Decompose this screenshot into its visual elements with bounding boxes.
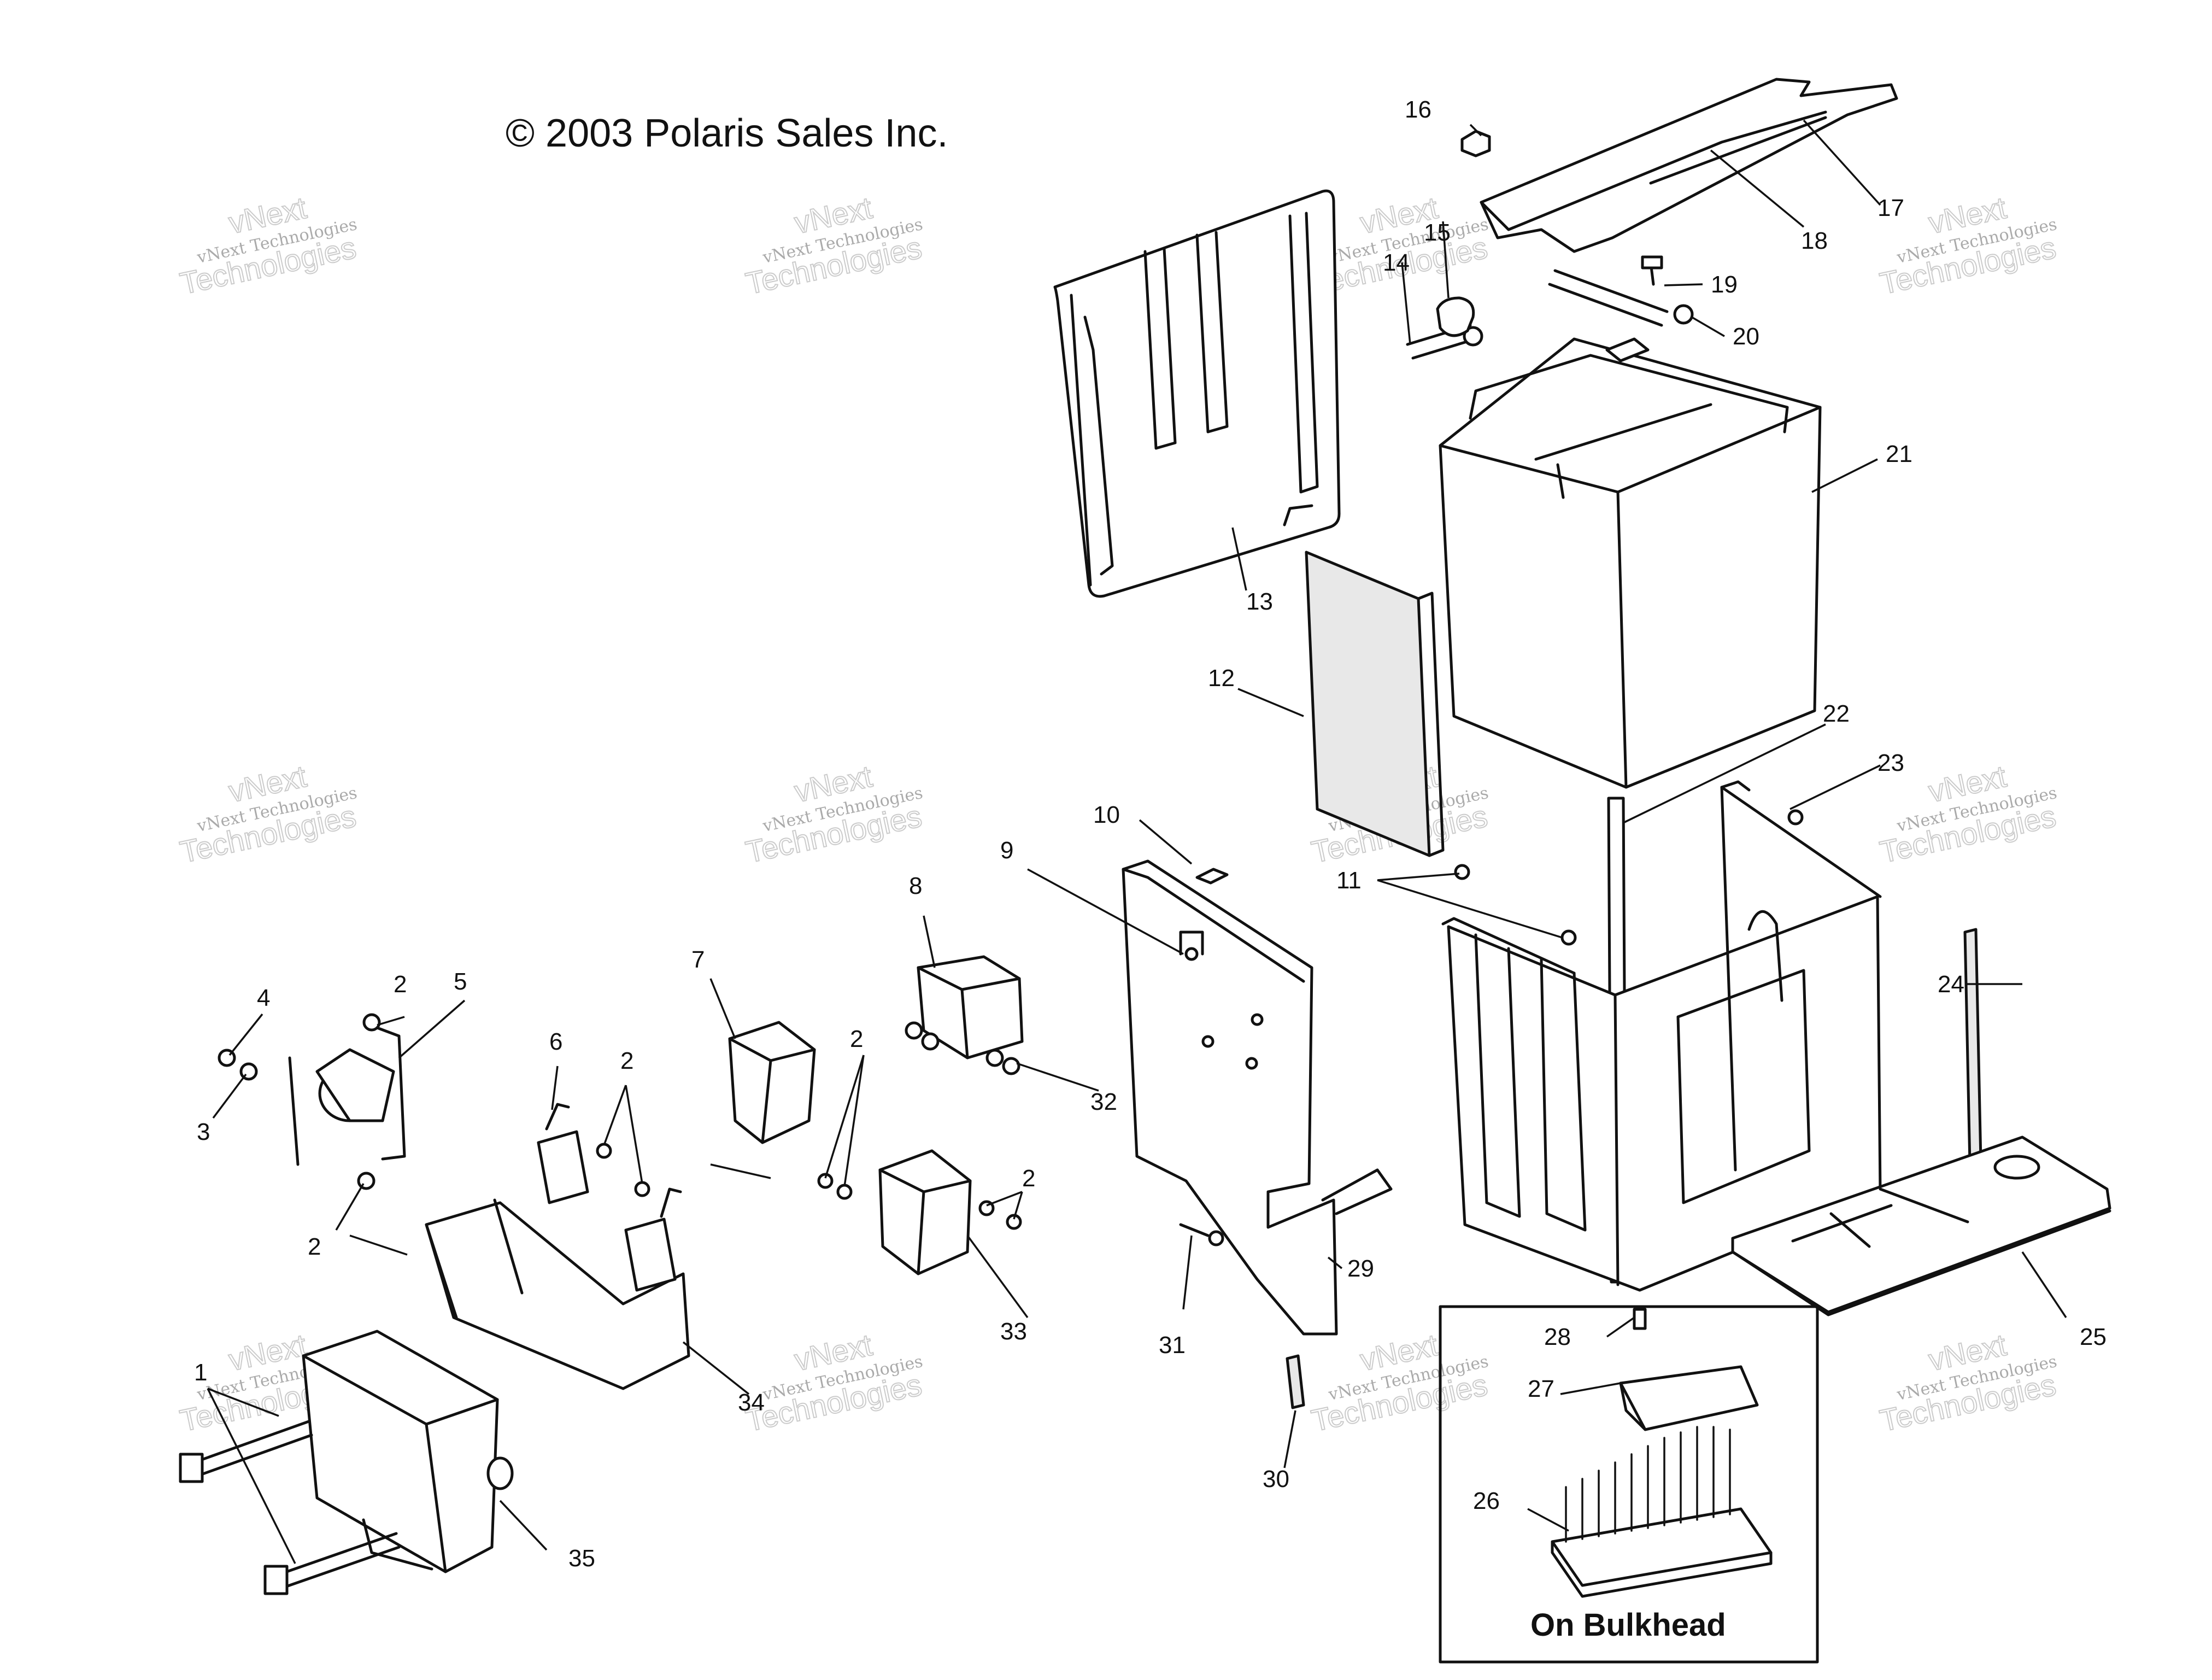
- callout-26: 26: [1473, 1488, 1500, 1514]
- part-14-15-19-20-cables: [1406, 255, 1694, 360]
- part-30-strip: [1286, 1354, 1305, 1409]
- part-21-battery: [1439, 337, 1822, 789]
- watermark: vNext vNext Technologies Technologies: [742, 758, 925, 870]
- part-35-box: [302, 1330, 514, 1573]
- part-31-screw: [1179, 1223, 1224, 1246]
- part-3-4-hardware: [218, 1049, 258, 1081]
- inset-label: On Bulkhead: [1530, 1607, 1726, 1643]
- part-25-plate: [1731, 1135, 2111, 1316]
- watermark: vNext vNext Technologies Technologies: [177, 758, 360, 870]
- part-1-bolts: [179, 1420, 401, 1595]
- callout-15: 15: [1424, 219, 1451, 246]
- part-9-29-bracket: [1122, 859, 1577, 1336]
- inset-frame: [1439, 1305, 1819, 1664]
- callout-20: 20: [1733, 323, 1759, 350]
- callout-3: 3: [197, 1119, 210, 1145]
- callout-23: 23: [1877, 750, 1904, 776]
- callout-18: 18: [1801, 227, 1828, 254]
- callout-19: 19: [1711, 271, 1738, 298]
- callout-1: 1: [194, 1359, 207, 1386]
- callout-14: 14: [1383, 249, 1410, 276]
- callout-12: 12: [1208, 665, 1235, 692]
- watermark: vNext vNext Technologies Technologies: [1308, 1327, 1491, 1438]
- callout-9: 9: [1000, 837, 1013, 864]
- watermark: vNext vNext Technologies Technologies: [177, 190, 360, 301]
- callout-13: 13: [1246, 588, 1273, 615]
- callout-8: 8: [909, 873, 922, 899]
- callout-2: 2: [1022, 1165, 1035, 1192]
- callout-34: 34: [738, 1389, 765, 1416]
- callout-10: 10: [1093, 801, 1120, 828]
- callout-16: 16: [1405, 96, 1431, 123]
- callout-25: 25: [2080, 1324, 2107, 1350]
- callout-17: 17: [1877, 195, 1904, 221]
- callout-31: 31: [1159, 1332, 1186, 1359]
- callout-2: 2: [308, 1233, 321, 1260]
- callout-35: 35: [568, 1545, 595, 1572]
- part-26-heatsink: [1551, 1426, 1773, 1598]
- callout-29: 29: [1347, 1255, 1374, 1282]
- callout-30: 30: [1263, 1466, 1289, 1492]
- callout-6: 6: [549, 1028, 562, 1055]
- watermark: vNext vNext Technologies Technologies: [1876, 1327, 2060, 1438]
- watermark: vNext vNext Technologies Technologies: [742, 1327, 925, 1438]
- part-5-solenoid: [288, 1013, 406, 1190]
- callout-32: 32: [1090, 1088, 1117, 1115]
- callout-2: 2: [620, 1047, 633, 1074]
- callout-2: 2: [394, 971, 407, 998]
- copyright-notice: © 2003 Polaris Sales Inc.: [506, 112, 948, 155]
- part-6-34-relay-tray: [425, 1103, 690, 1390]
- callout-2: 2: [850, 1026, 863, 1052]
- part-13-shield: [1053, 189, 1341, 598]
- inset-bulkhead: On Bulkhead: [1439, 1305, 1819, 1664]
- callout-11: 11: [1336, 867, 1362, 894]
- callout-27: 27: [1528, 1375, 1554, 1402]
- callout-5: 5: [454, 968, 467, 995]
- callout-4: 4: [257, 985, 270, 1011]
- callout-7: 7: [691, 946, 705, 973]
- callouts: 1 2 2 2 2 2 3 4 5 6 7 8 9 10 11 12 13 14…: [194, 96, 2107, 1572]
- callout-22: 22: [1823, 700, 1850, 727]
- part-27-cover: [1619, 1365, 1759, 1431]
- callout-33: 33: [1000, 1318, 1027, 1345]
- callout-28: 28: [1544, 1324, 1571, 1350]
- leader-line: [710, 1163, 771, 1179]
- watermark: vNext vNext Technologies Technologies: [742, 190, 925, 301]
- part-17-18-strap: [1480, 78, 1898, 253]
- part-24-strip: [1963, 928, 1983, 1191]
- part-33-module: [878, 1149, 1022, 1275]
- leader-lines: [207, 119, 2067, 1564]
- callout-21: 21: [1886, 441, 1912, 467]
- callout-24: 24: [1938, 971, 1964, 998]
- part-16-nut: [1460, 130, 1491, 157]
- part-7-module: [728, 1021, 853, 1200]
- part-12-pad: [1305, 551, 1445, 857]
- part-8-relay-block: [905, 955, 1024, 1075]
